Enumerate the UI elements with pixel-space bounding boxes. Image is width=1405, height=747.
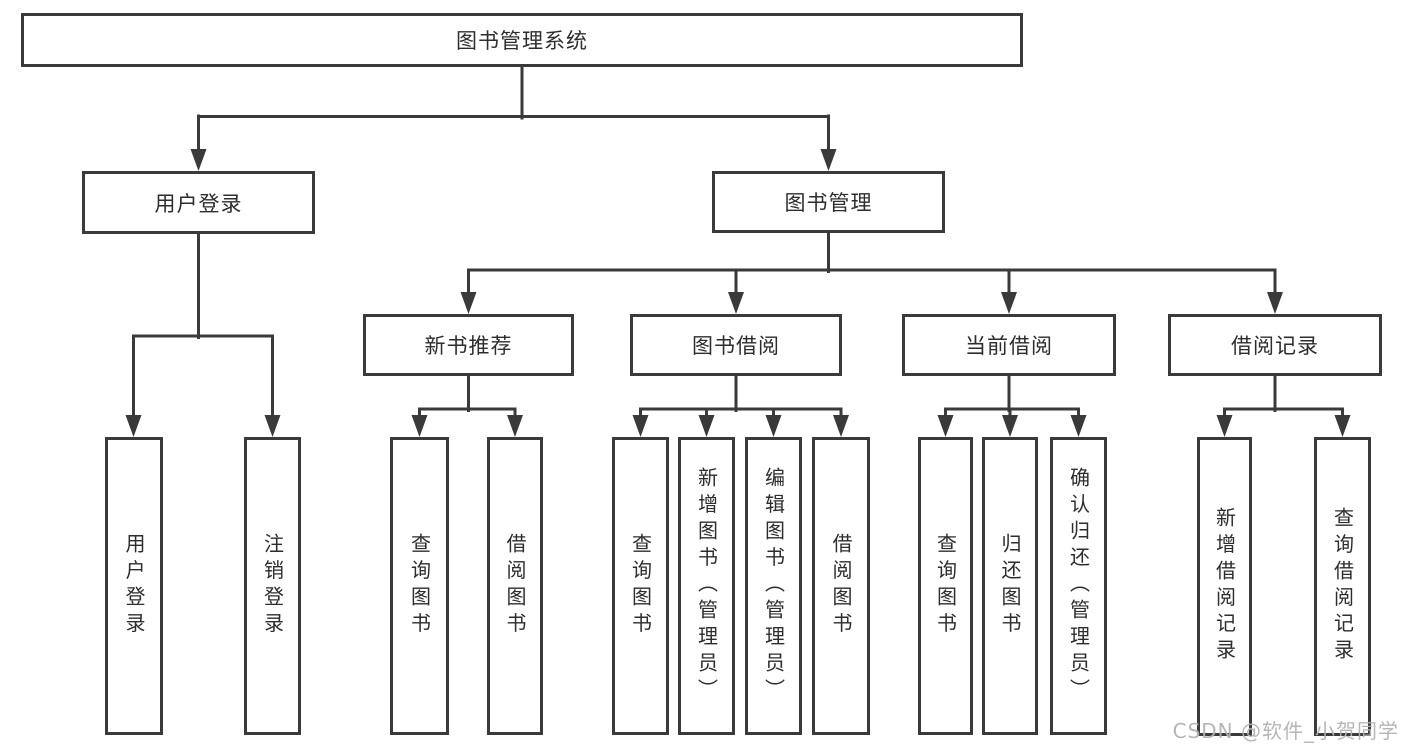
leaf-borrow-book: 借阅图书 bbox=[812, 437, 870, 735]
node-book-borrowing: 图书借阅 bbox=[630, 314, 842, 376]
node-borrow-records: 借阅记录 bbox=[1168, 314, 1382, 376]
leaf-confirm-return-admin: 确认归还（管理员） bbox=[1050, 437, 1107, 735]
node-user-login: 用户登录 bbox=[82, 171, 315, 234]
node-current-borrowing: 当前借阅 bbox=[902, 314, 1116, 376]
leaf-logout: 注销登录 bbox=[244, 437, 301, 735]
node-label: 用户登录 bbox=[154, 191, 243, 216]
node-label: 查询图书 bbox=[933, 533, 958, 639]
connector-paths bbox=[132, 65, 1344, 421]
node-label: 新书推荐 bbox=[424, 334, 513, 358]
node-label: 新增借阅记录 bbox=[1212, 507, 1237, 666]
leaf-query-book-current: 查询图书 bbox=[918, 437, 973, 735]
node-label: 图书管理 bbox=[784, 191, 873, 215]
leaf-edit-book-admin: 编辑图书（管理员） bbox=[745, 437, 802, 735]
leaf-query-book-recommend: 查询图书 bbox=[390, 437, 449, 735]
node-label: 编辑图书（管理员） bbox=[761, 467, 786, 705]
node-new-book-recommend: 新书推荐 bbox=[363, 314, 574, 376]
leaf-return-book: 归还图书 bbox=[982, 437, 1038, 735]
leaf-add-book-admin: 新增图书（管理员） bbox=[678, 437, 735, 735]
leaf-user-login: 用户登录 bbox=[105, 437, 163, 735]
node-label: 图书借阅 bbox=[692, 334, 780, 358]
node-label: 借阅记录 bbox=[1231, 334, 1319, 358]
node-label: 查询图书 bbox=[628, 533, 653, 639]
node-label: 用户登录 bbox=[122, 533, 146, 639]
node-label: 查询借阅记录 bbox=[1330, 507, 1355, 666]
node-label: 借阅图书 bbox=[503, 533, 527, 639]
node-label: 新增图书（管理员） bbox=[694, 467, 719, 705]
leaf-borrow-book-recommend: 借阅图书 bbox=[487, 437, 543, 735]
node-book-management: 图书管理 bbox=[712, 171, 945, 233]
node-label: 借阅图书 bbox=[829, 533, 853, 639]
node-label: 图书管理系统 bbox=[456, 29, 588, 53]
leaf-query-book-borrowing: 查询图书 bbox=[612, 437, 669, 735]
node-label: 当前借阅 bbox=[965, 334, 1053, 358]
node-label: 归还图书 bbox=[998, 533, 1022, 639]
node-label: 查询图书 bbox=[407, 533, 432, 639]
node-label: 注销登录 bbox=[260, 533, 285, 639]
node-label: 确认归还（管理员） bbox=[1066, 467, 1091, 705]
leaf-query-borrow-record: 查询借阅记录 bbox=[1314, 437, 1371, 736]
watermark-text: CSDN @软件_小贺同学 bbox=[1172, 719, 1399, 743]
arrow-head-icons bbox=[125, 149, 1351, 437]
leaf-add-borrow-record: 新增借阅记录 bbox=[1197, 437, 1252, 736]
node-library-system: 图书管理系统 bbox=[21, 13, 1023, 67]
